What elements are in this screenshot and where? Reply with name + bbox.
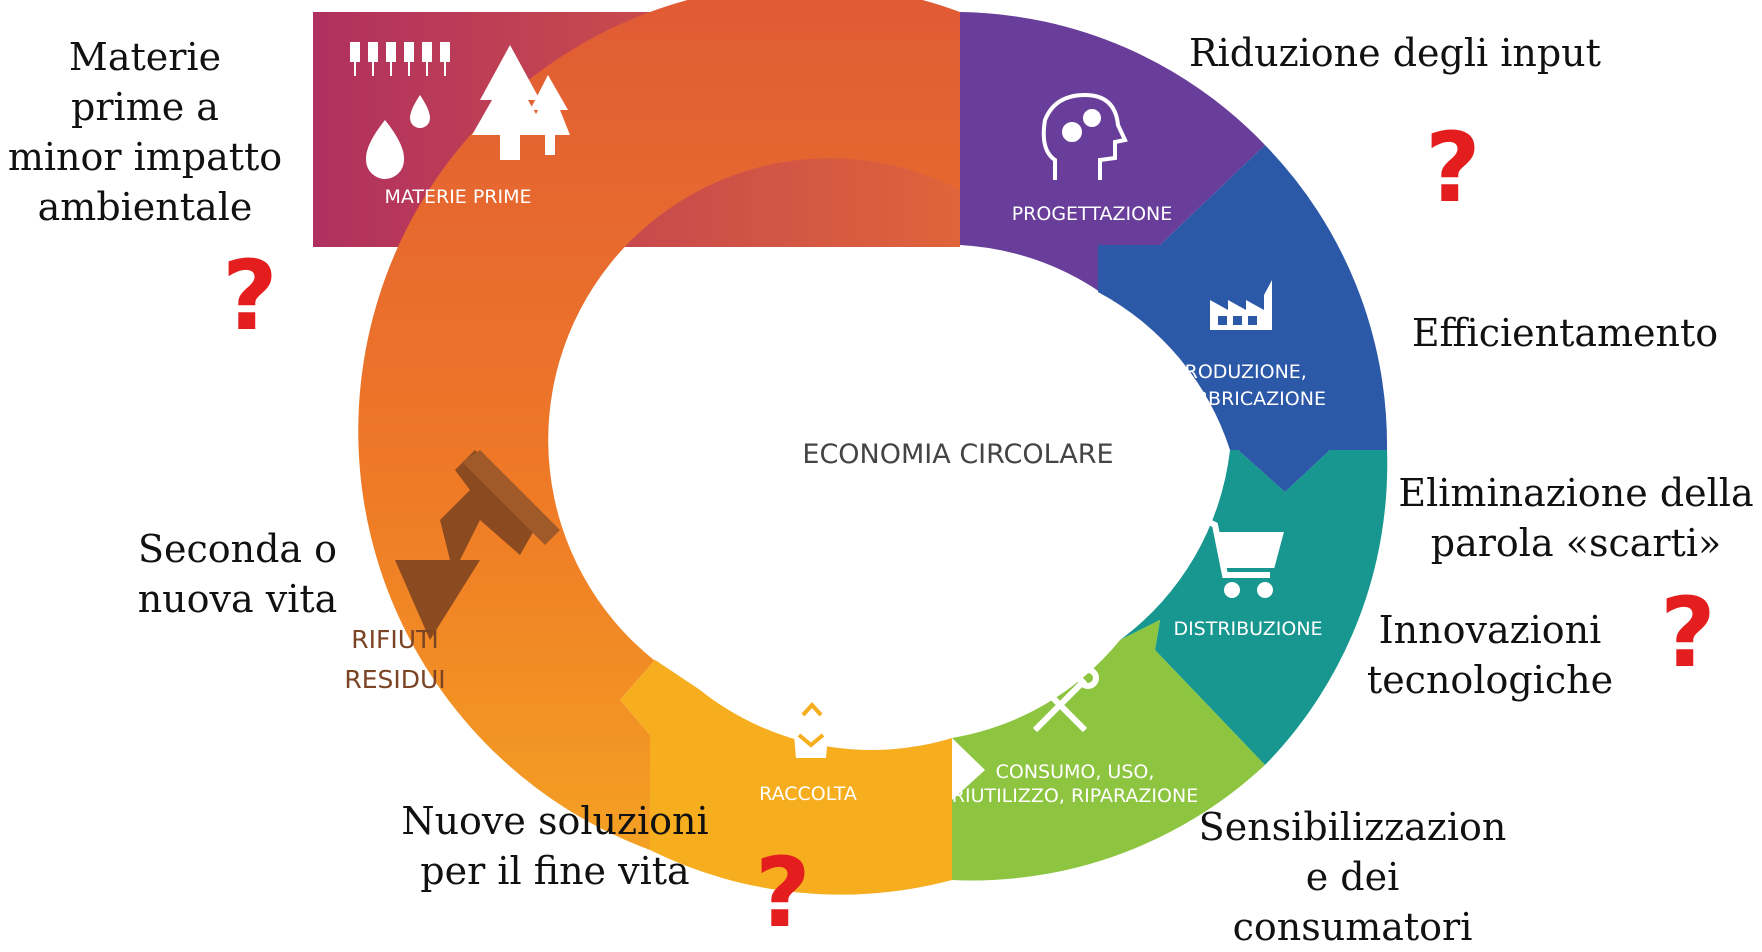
produzione-label-2: RIFABBRICAZIONE [1154, 388, 1326, 410]
annotation-eliminazione: Eliminazione della parola «scarti» [1398, 471, 1754, 565]
annotation-materie: Materie prime a minor impatto ambientale [7, 35, 283, 229]
trees-icon [472, 45, 570, 160]
annotation-sensibilizzazione: Sensibilizzazion e dei consumatori [1198, 805, 1507, 949]
bin-icon [783, 678, 839, 758]
produzione-label-1: PRODUZIONE, [1173, 361, 1307, 383]
question-mark-materie: ? [222, 240, 278, 352]
annotation-efficientamento: Efficientamento [1411, 311, 1719, 355]
riciclaggio-label: RICICLAGGIO [578, 428, 703, 450]
annotation-nuove-soluzioni: Nuove soluzioni per il fine vita [401, 799, 709, 893]
segment-distribuzione [1120, 450, 1388, 765]
rifiuti-arrow-back [462, 450, 560, 545]
wheat-icon [350, 42, 450, 76]
consumo-label-1: CONSUMO, USO, [996, 761, 1155, 783]
question-mark-riduzione: ? [1425, 112, 1481, 224]
distribuzione-label: DISTRIBUZIONE [1173, 618, 1322, 640]
segment-consumo [952, 620, 1265, 881]
water-drops-icon [365, 95, 430, 179]
question-mark-innovazioni: ? [1660, 577, 1716, 689]
center-circle [760, 255, 1160, 655]
segment-raccolta [620, 660, 952, 895]
shopping-cart-icon [1193, 512, 1284, 598]
progettazione-label: PROGETTAZIONE [1012, 203, 1173, 225]
segment-riciclaggio [358, 0, 988, 850]
annotation-innovazioni: Innovazioni tecnologiche [1366, 608, 1614, 702]
raccolta-label: RACCOLTA [759, 783, 857, 805]
annotation-seconda-vita: Seconda o nuova vita [137, 527, 338, 621]
question-mark-fine-vita: ? [755, 837, 811, 949]
rifiuti-label-2: RESIDUI [344, 665, 445, 694]
annotation-riduzione: Riduzione degli input [1189, 31, 1601, 75]
factory-icon [1210, 280, 1272, 330]
materie-prime-label: MATERIE PRIME [384, 186, 531, 208]
segment-progettazione [960, 12, 1265, 292]
tools-icon [1024, 667, 1099, 733]
recycle-icon [585, 290, 730, 400]
head-gears-icon [1041, 92, 1128, 180]
center-title: ECONOMIA CIRCOLARE [802, 439, 1113, 470]
consumo-label-2: RIUTILIZZO, RIPARAZIONE [952, 785, 1198, 807]
rifiuti-label-1: RIFIUTI [351, 625, 438, 654]
